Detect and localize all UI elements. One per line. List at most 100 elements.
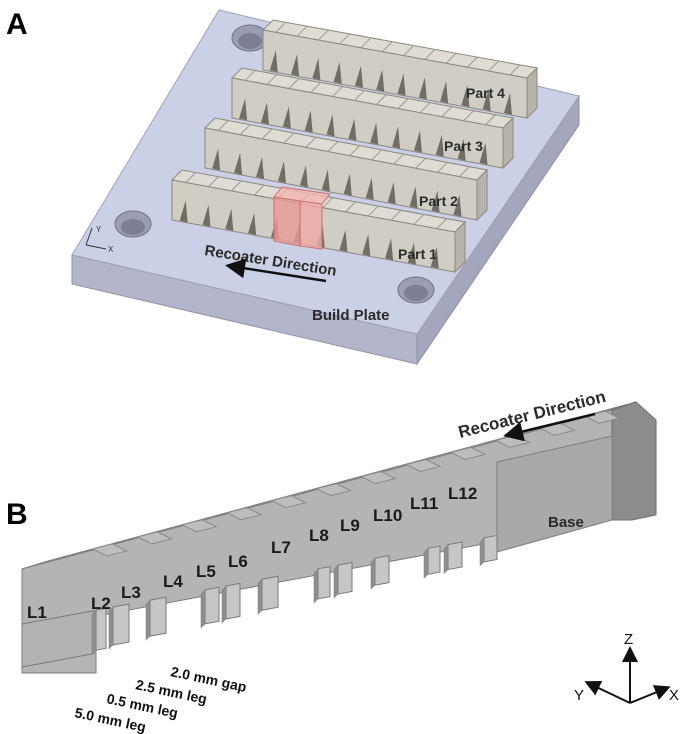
part-tooth [503,92,512,115]
part-ridge [225,507,263,521]
part-tooth [343,173,352,196]
part-ridge [360,37,372,49]
part-ridge [253,184,265,196]
part-ridge [318,29,329,41]
part-leg [204,586,220,625]
part-tooth [212,148,221,171]
comb-part [230,67,515,170]
part-leg [317,565,331,600]
hole-icon [114,210,152,238]
part-leg-side [443,543,449,575]
part-ridge [354,90,365,101]
part-ridge [390,209,402,221]
part-leg [149,596,167,637]
panel-b-letter: B [6,498,28,531]
part-tooth [479,142,488,165]
part-tooth [440,81,449,104]
part-ridge [437,162,448,173]
part-tooth [333,61,342,84]
part-ridge [185,172,197,183]
layer-label: L4 [163,572,183,591]
part-4-label: Part 4 [466,85,505,101]
part-ridge [359,471,397,485]
part-tooth [430,246,439,269]
hole-icon [231,24,269,52]
layer-label: L1 [27,603,47,622]
part-tooth [291,54,300,77]
part-ridge [288,78,300,89]
y-axis-label: Y [574,687,584,704]
part-tooth [282,106,291,129]
part-2-label: Part 2 [419,193,458,209]
part-leg-side [333,564,339,599]
part-leg [374,554,390,586]
part-tooth [482,89,491,112]
part-tooth [299,165,308,188]
part-ridge [403,45,414,56]
part-tooth [409,186,418,209]
part-tooth [435,134,444,157]
panel-a-letter: A [6,8,28,41]
part-ridge [91,543,129,557]
layer-label: L8 [309,526,329,545]
base-label: Base [548,514,584,531]
z-axis-label: Z [624,631,633,648]
part-ridge [463,110,475,122]
part-tooth [179,200,188,223]
part-ridge [180,519,218,533]
part-leg [95,607,107,651]
part-tooth [304,110,313,133]
part-tooth [370,122,379,145]
part-tooth [202,204,211,227]
part-end-face [611,401,657,521]
part-ridge [441,106,453,118]
part-tooth [321,169,330,192]
part-ridge [230,180,242,192]
part-ridge [415,157,426,169]
part-leg-side [200,589,206,629]
comb-part [203,117,489,222]
part-ridge [381,41,393,53]
part-ridge [270,495,308,509]
part-end [454,220,466,274]
part-tooth [277,161,286,184]
part-ridges [91,410,621,557]
part-tooth [234,152,243,175]
part-ridge [296,25,308,37]
part-ridge [345,201,356,213]
part-ridge [310,82,322,93]
part-ridge [244,70,256,81]
part-tooth [326,114,335,137]
layer-label: L10 [373,506,402,525]
part-end [526,66,538,120]
part-end [502,116,514,170]
part-leg [337,561,353,595]
part-tooth [431,190,440,213]
layer-label: L2 [91,594,111,613]
part-tooth [256,156,265,179]
part-ridge [266,74,278,85]
part-tooth [418,77,427,100]
part-ridge [327,141,339,152]
part-leg-side [108,606,114,650]
part-tooth [392,126,401,149]
part-leg [225,582,241,620]
part-ridge [397,98,409,109]
part-tooth [239,98,248,121]
part-tooth [312,58,321,81]
part-leg-side [257,578,263,615]
part-tooth [365,177,374,200]
part-1-label: Part 1 [398,246,437,262]
part-leg [427,545,441,575]
part-tooth [339,229,348,252]
part-ridge [393,153,404,165]
part-ridge [349,145,361,157]
part-ridge [261,128,273,140]
recoater-arrow-a [225,258,327,283]
part-ridge [208,176,219,188]
part-tooth [376,69,385,92]
part-ridge [339,33,350,45]
part-ridge [367,205,379,217]
part-ridge [509,64,521,76]
